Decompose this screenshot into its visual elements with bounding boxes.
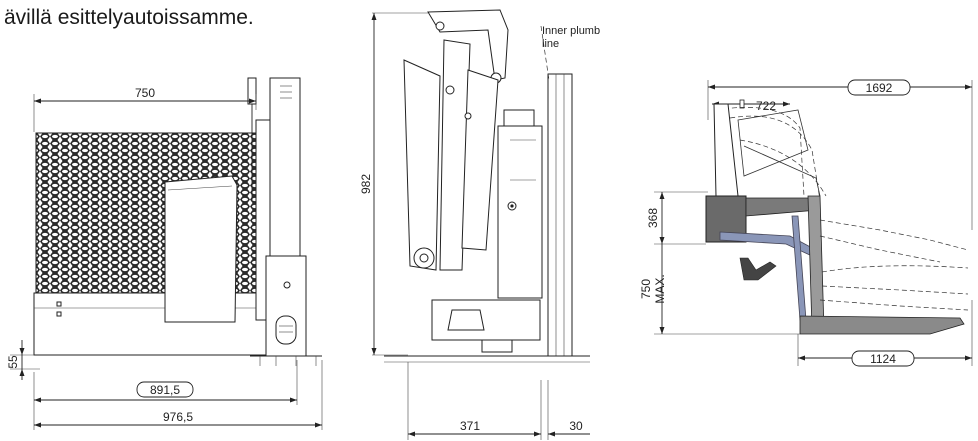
dim-1124-frame — [851, 350, 915, 367]
left-column — [269, 77, 301, 257]
dim-750-max-sub: MAX. — [653, 274, 667, 303]
plumb-rail — [547, 73, 573, 357]
dim-371: 371 — [460, 419, 480, 433]
left-seat-panel — [164, 175, 238, 323]
middle-base — [431, 299, 541, 341]
left-view: 750 55 891,5 976,5 — [6, 77, 323, 430]
plumb-note-line1: Inner plumb — [542, 25, 600, 37]
dim-750-top: 750 — [135, 86, 155, 100]
plumb-note-line2: line — [542, 38, 559, 50]
dim-1692: 1692 — [866, 81, 893, 95]
crane-arm-outer — [403, 59, 441, 271]
dim-750-max: 750 — [639, 279, 653, 299]
dim-55: 55 — [6, 355, 20, 369]
crane-arm-inner — [439, 39, 471, 271]
dim-976-5: 976,5 — [163, 410, 193, 424]
dim-891-5: 891,5 — [150, 383, 180, 397]
dim-722: 722 — [756, 99, 776, 113]
blue-lift-arm — [719, 231, 817, 257]
dim-982: 982 — [359, 174, 373, 194]
dim-1124: 1124 — [870, 352, 896, 366]
dim-1692-frame — [847, 79, 911, 96]
header-text: ävillä esittelyautoissamme. — [4, 6, 254, 29]
right-platform — [799, 315, 965, 335]
dim-891-frame — [136, 381, 194, 398]
middle-column — [497, 125, 543, 299]
dim-30: 30 — [569, 419, 583, 433]
dim-368: 368 — [646, 208, 660, 228]
middle-view: 982 Inner plumb line — [359, 9, 600, 440]
right-view: 1692 722 368 — [639, 79, 973, 367]
